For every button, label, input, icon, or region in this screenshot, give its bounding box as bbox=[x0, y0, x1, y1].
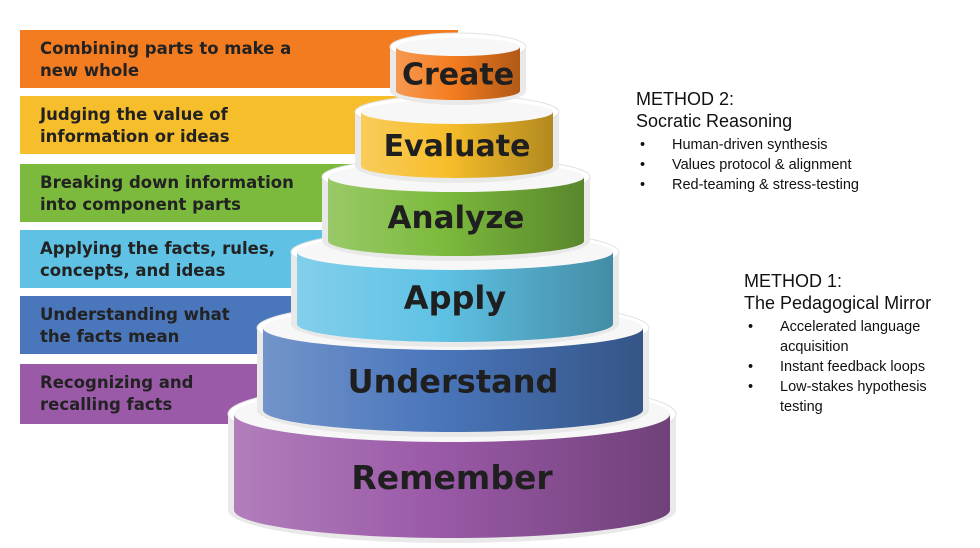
tier-create: Create bbox=[389, 32, 527, 105]
tier-remember-label: Remember bbox=[351, 458, 553, 497]
tier-analyze-side bbox=[328, 177, 584, 256]
tier-analyze-label: Analyze bbox=[388, 200, 525, 236]
tier-evaluate-label: Evaluate bbox=[384, 129, 531, 164]
method-2-name: Socratic Reasoning bbox=[636, 111, 793, 131]
method-1-title: METHOD 1: bbox=[744, 271, 843, 291]
banner-evaluate-text: Judging the value of bbox=[39, 105, 229, 124]
tier-understand-label: Understand bbox=[348, 362, 559, 400]
tier-apply-label: Apply bbox=[404, 279, 507, 317]
method-2-bullet: Red-teaming & stress-testing bbox=[636, 175, 956, 195]
banner-analyze-text: Breaking down information bbox=[40, 173, 294, 192]
tier-create-top bbox=[396, 38, 520, 56]
banner-create-text: new whole bbox=[40, 61, 139, 80]
banner-apply-text: Applying the facts, rules, bbox=[40, 239, 275, 258]
banner-understand-text: Understanding what bbox=[40, 305, 230, 324]
banner-apply-text: concepts, and ideas bbox=[40, 261, 226, 280]
banner-create: Combining parts to make a new whole bbox=[20, 30, 458, 88]
method-1-bullet: Low-stakes hypothesis testing bbox=[744, 377, 970, 417]
tier-apply-side bbox=[297, 252, 613, 342]
tier-create-label: Create bbox=[402, 57, 514, 92]
banner-remember-text: recalling facts bbox=[40, 395, 172, 414]
tier-evaluate: Evaluate bbox=[354, 94, 560, 183]
banner-analyze-text: into component parts bbox=[40, 195, 241, 214]
method-1-bullets: Accelerated language acquisition Instant… bbox=[744, 317, 970, 417]
banner-create-text: Combining parts to make a bbox=[40, 39, 291, 58]
banner-evaluate-text: information or ideas bbox=[40, 127, 230, 146]
method-1-bullet: Accelerated language acquisition bbox=[744, 317, 970, 357]
method-2-bullet: Values protocol & alignment bbox=[636, 155, 956, 175]
method-1-name: The Pedagogical Mirror bbox=[744, 293, 932, 313]
method-1-block: METHOD 1: The Pedagogical Mirror Acceler… bbox=[744, 270, 970, 417]
banner-create-bar bbox=[20, 30, 458, 88]
tier-evaluate-side bbox=[361, 112, 553, 178]
banner-remember-text: Recognizing and bbox=[40, 373, 193, 392]
method-2-bullets: Human-driven synthesis Values protocol &… bbox=[636, 135, 956, 195]
banner-understand-text: the facts mean bbox=[40, 327, 179, 346]
method-1-bullet: Instant feedback loops bbox=[744, 357, 970, 377]
tier-understand-side bbox=[263, 328, 643, 432]
method-2-bullet: Human-driven synthesis bbox=[636, 135, 956, 155]
tier-create-side bbox=[396, 47, 520, 100]
tier-remember-side bbox=[234, 414, 670, 538]
tier-evaluate-top bbox=[361, 100, 553, 124]
method-2-block: METHOD 2: Socratic Reasoning Human-drive… bbox=[636, 88, 956, 195]
method-2-title: METHOD 2: bbox=[636, 89, 735, 109]
